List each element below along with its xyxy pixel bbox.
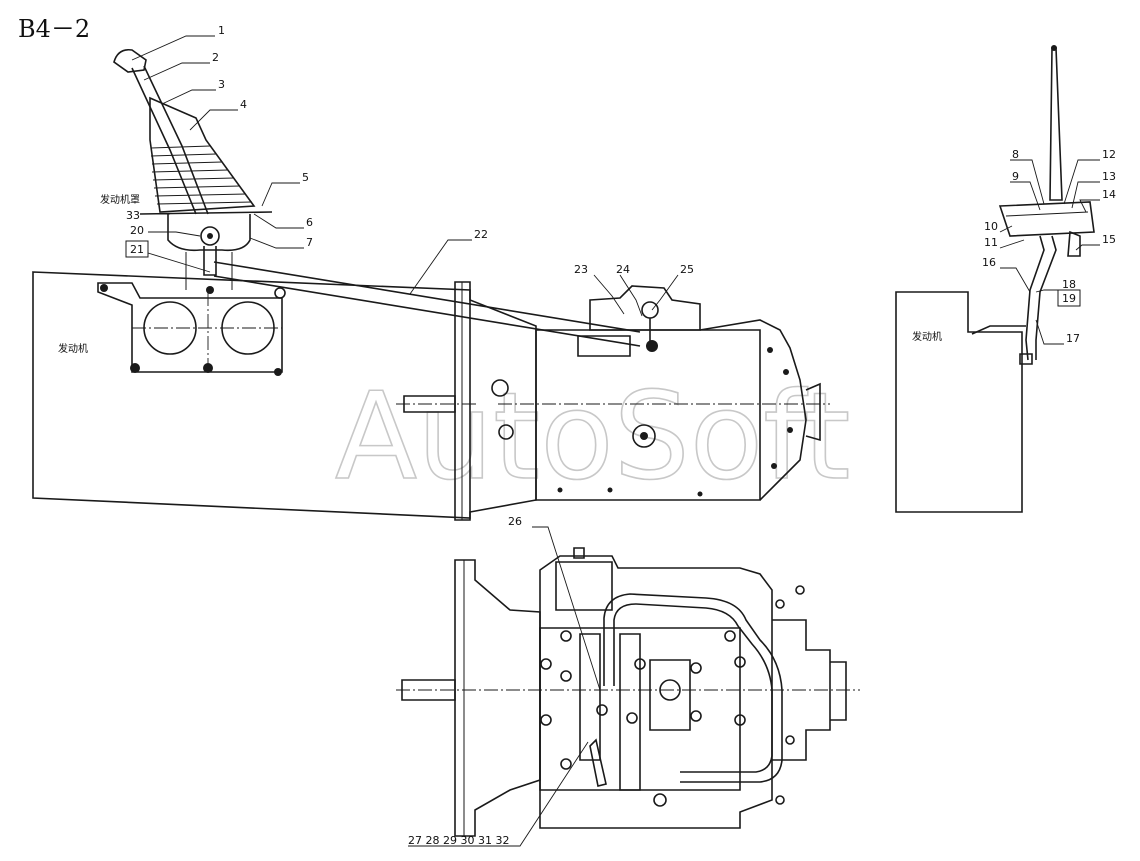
part-label-11: 11	[984, 236, 998, 249]
part-label-26: 26	[508, 515, 522, 528]
part-label-2: 2	[212, 51, 219, 64]
part-label-16: 16	[982, 256, 996, 269]
watermark: AutoSoft	[335, 368, 850, 507]
part-label-24: 24	[616, 263, 630, 276]
part-label-27-32: 27 28 29 30 31 32	[408, 834, 509, 847]
part-label-23: 23	[574, 263, 588, 276]
part-label-4: 4	[240, 98, 247, 111]
leader-lines	[131, 35, 1100, 847]
shift-rod	[213, 261, 641, 347]
part-label-1: 1	[218, 24, 225, 37]
right-side-view: 发动机	[895, 45, 1095, 513]
gear-lever-assembly	[113, 48, 273, 290]
part-label-17: 17	[1066, 332, 1080, 345]
part-label-20: 20	[130, 224, 144, 237]
part-label-7: 7	[306, 236, 313, 249]
engine-cover-label: 发动机罩	[100, 193, 140, 206]
part-label-22: 22	[474, 228, 488, 241]
engine-label-left: 发动机	[58, 342, 88, 355]
part-label-18: 18	[1062, 278, 1076, 291]
part-label-6: 6	[306, 216, 313, 229]
part-label-9: 9	[1012, 170, 1019, 183]
engine-label-right: 发动机	[912, 330, 942, 343]
part-label-33: 33	[126, 209, 140, 222]
part-label-19: 19	[1062, 292, 1076, 305]
part-labels: 1 2 3 4 5 6 7 8 9 10 11 12 13 14 15 16 1…	[100, 24, 1116, 847]
part-label-13: 13	[1102, 170, 1116, 183]
part-label-8: 8	[1012, 148, 1019, 161]
part-label-14: 14	[1102, 188, 1116, 201]
part-label-15: 15	[1102, 233, 1116, 246]
gearbox-top-view	[396, 547, 860, 837]
drawing-title: B4－2	[18, 15, 90, 43]
part-label-21: 21	[130, 243, 144, 256]
engine-block-left: 发动机	[32, 271, 471, 519]
part-label-10: 10	[984, 220, 998, 233]
part-label-5: 5	[302, 171, 309, 184]
gearbox-side-view	[396, 281, 830, 521]
part-label-12: 12	[1102, 148, 1116, 161]
part-label-25: 25	[680, 263, 694, 276]
part-label-3: 3	[218, 78, 225, 91]
